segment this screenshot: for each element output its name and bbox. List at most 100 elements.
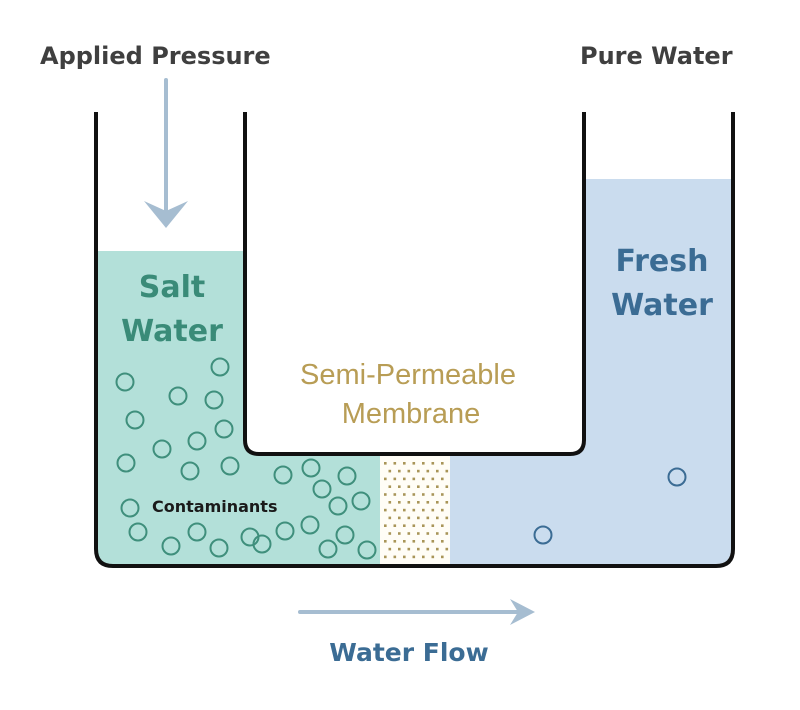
membrane-pore-dot	[441, 540, 444, 543]
contaminant-particle	[300, 515, 320, 535]
membrane-pore-dot	[417, 469, 420, 473]
membrane-pore-dot	[403, 508, 406, 512]
membrane-pore-dot	[412, 524, 416, 527]
membrane-pore-dot	[431, 508, 435, 512]
membrane-pore-dot	[441, 477, 444, 481]
membrane-pore-dot	[431, 555, 435, 559]
membrane-pore-dot	[417, 501, 420, 504]
salt-water-label-line2: Water	[121, 314, 223, 349]
membrane-pore-dot	[398, 547, 401, 551]
membrane-pore-dot	[388, 485, 392, 488]
membrane-pore-dot	[384, 493, 387, 496]
membrane-pore-dot	[436, 469, 439, 473]
contaminant-particle	[209, 538, 229, 558]
contaminant-particle	[128, 522, 148, 542]
membrane-pore-dot	[426, 485, 430, 488]
membrane-pore-dot	[403, 477, 406, 481]
contaminant-particle	[351, 491, 371, 511]
membrane-pore-dot	[441, 524, 444, 527]
membrane-pore-dot	[384, 524, 387, 527]
water-flow-label: Water Flow	[329, 638, 488, 667]
membrane-pore-dot	[388, 469, 392, 473]
membrane-pore-dot	[431, 540, 435, 543]
contaminant-particle	[252, 534, 272, 554]
arrow-down-icon	[144, 78, 188, 228]
fresh-water-particle	[667, 467, 687, 487]
membrane-pore-dot	[412, 493, 416, 496]
membrane-pore-dot	[388, 532, 392, 535]
contaminant-particle	[180, 461, 200, 481]
membrane-pore-dot	[422, 493, 425, 496]
contaminant-particle	[161, 536, 181, 556]
membrane-pore-dot	[422, 540, 425, 543]
membrane-pore-dot	[426, 532, 430, 535]
membrane-pore-dot	[412, 555, 416, 559]
membrane-pore-dot	[431, 524, 435, 527]
vessel-inner-wall	[243, 112, 586, 456]
membrane-pore-dot	[436, 485, 439, 488]
pure-water-label: Pure Water	[580, 42, 733, 70]
membrane-pore-dot	[422, 508, 425, 512]
membrane-label-line1: Semi-Permeable	[300, 359, 516, 391]
membrane-pore-dot	[403, 462, 406, 465]
membrane-pore-dot	[393, 540, 397, 543]
membrane-pore-dot	[388, 516, 392, 520]
contaminant-particle	[214, 419, 234, 439]
membrane-pore-dot	[403, 493, 406, 496]
contaminant-particle	[115, 372, 135, 392]
membrane-pore-dot	[398, 485, 401, 488]
contaminant-particle	[328, 496, 348, 516]
membrane-pore-dot	[445, 501, 449, 504]
membrane-pore-dot	[441, 508, 444, 512]
arrow-right-icon	[298, 599, 535, 625]
fresh-water-label-line2: Water	[611, 288, 713, 323]
membrane-pore-dot	[417, 547, 420, 551]
membrane-pore-dot	[407, 501, 411, 504]
membrane-pore-dot	[393, 462, 397, 465]
membrane-pore-dot	[407, 469, 411, 473]
membrane-pore-dot	[403, 540, 406, 543]
applied-pressure-label: Applied Pressure	[40, 42, 271, 70]
membrane-pore-dot	[398, 501, 401, 504]
membrane-pore-dot	[417, 516, 420, 520]
salt-water-region	[97, 251, 380, 564]
membrane-pore-dot	[407, 485, 411, 488]
contaminant-particle	[187, 522, 207, 542]
membrane-pore-dot	[441, 493, 444, 496]
membrane-pore-dot	[398, 516, 401, 520]
contaminant-particle	[168, 386, 188, 406]
membrane-pore-dot	[431, 462, 435, 465]
contaminant-particle	[335, 525, 355, 545]
membrane-pore-dot	[431, 477, 435, 481]
membrane-pore-dot	[426, 501, 430, 504]
membrane-pore-dot	[393, 555, 397, 559]
membrane-pore-dot	[436, 532, 439, 535]
membrane-pore-dot	[426, 469, 430, 473]
contaminant-particle	[210, 357, 230, 377]
membrane-pore-dot	[384, 555, 387, 559]
membrane-pore-dot	[412, 508, 416, 512]
contaminant-particle	[187, 431, 207, 451]
contaminant-particle	[220, 456, 240, 476]
membrane-pore-dot	[384, 508, 387, 512]
membrane-pore-dot	[441, 462, 444, 465]
membrane-pore-dot	[403, 555, 406, 559]
membrane-pore-dot	[398, 532, 401, 535]
membrane-pore-dot	[445, 532, 449, 535]
membrane-pore-dot	[426, 516, 430, 520]
membrane-pore-dot	[445, 485, 449, 488]
membrane-pore-dot	[403, 524, 406, 527]
membrane-pore-dot	[436, 501, 439, 504]
membrane-pore-dot	[426, 547, 430, 551]
fresh-water-particles	[533, 467, 687, 545]
vessel-outer-wall	[94, 112, 735, 568]
membrane-pore-dot	[412, 462, 416, 465]
membrane-pore-dot	[441, 555, 444, 559]
contaminant-particle	[204, 390, 224, 410]
membrane-pore-dot	[393, 524, 397, 527]
contaminant-particle	[357, 540, 377, 560]
membrane-pore-dot	[445, 516, 449, 520]
membrane-dots	[384, 462, 449, 559]
membrane-pore-dot	[422, 477, 425, 481]
